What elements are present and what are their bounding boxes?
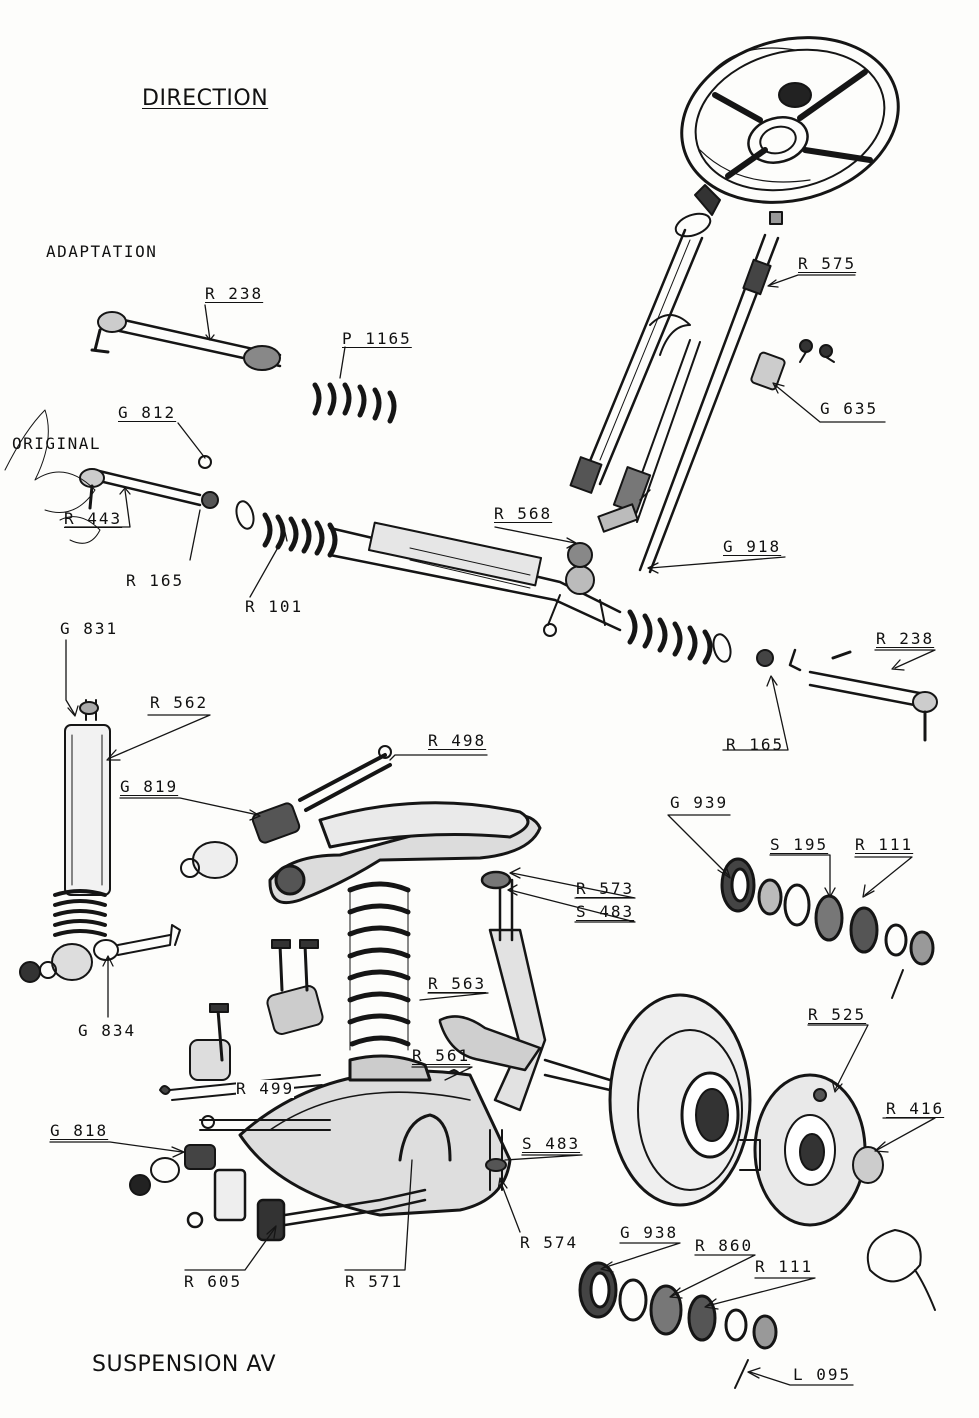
- callout-label: R 165: [126, 571, 185, 590]
- tie-rod-right-drawing: [788, 648, 938, 742]
- callout-label: R 568: [494, 504, 553, 523]
- stub-axle-drawing: [438, 870, 612, 1112]
- inner-steering-shaft-drawing: [638, 211, 783, 574]
- coil-spring-drawing: [347, 881, 411, 1051]
- anti-roll-bar-drawing: [186, 1168, 427, 1242]
- callout-label: S 483: [522, 1134, 581, 1153]
- bearing-set-lower-drawing: [578, 1261, 778, 1389]
- steering-wheel-drawing: [680, 36, 900, 204]
- callout-label: R 443: [64, 509, 123, 528]
- callout-label: R 111: [755, 1257, 814, 1276]
- callout-label: G 812: [118, 403, 177, 422]
- upper-arm-bush-drawing: [180, 745, 392, 879]
- callout-label: G 939: [670, 793, 729, 812]
- callout-label: R 111: [855, 835, 914, 854]
- callout-label: R 416: [886, 1099, 945, 1118]
- callout-label: S 195: [770, 835, 829, 854]
- wheel-hub-drawing: [739, 1073, 884, 1227]
- tie-rod-adaptation-drawing: [90, 311, 282, 371]
- callout-label: R 562: [150, 693, 209, 712]
- callout-label: R 571: [345, 1272, 404, 1291]
- callout-label: R 165: [726, 735, 785, 754]
- bearing-set-upper-drawing: [720, 857, 935, 999]
- tie-rod-original-left-drawing: [79, 455, 219, 510]
- callout-label: R 525: [808, 1005, 867, 1024]
- callout-label: S 483: [576, 902, 635, 921]
- callout-leader-lines: [49, 274, 936, 1386]
- subtitle-adaptation: ADAPTATION: [46, 242, 158, 261]
- lower-arm-bush-drawing: [129, 1115, 216, 1196]
- section-title-direction: DIRECTION: [142, 86, 269, 111]
- callout-label: L 095: [793, 1365, 852, 1384]
- callout-label: R 498: [428, 731, 487, 750]
- callout-label: R 561: [412, 1046, 471, 1065]
- callout-label: R 238: [205, 284, 264, 303]
- callout-label: G 635: [820, 399, 879, 418]
- steering-rack-drawing: [328, 521, 622, 637]
- callout-label: R 860: [695, 1236, 754, 1255]
- rack-boot-left-drawing: [235, 500, 338, 558]
- callout-label: R 563: [428, 974, 487, 993]
- callout-label: R 238: [876, 629, 935, 648]
- callout-label: R 605: [184, 1272, 243, 1291]
- shock-absorber-drawing: [19, 699, 181, 983]
- callout-label: R 574: [520, 1233, 579, 1252]
- callout-label: R 573: [576, 879, 635, 898]
- callout-label: G 818: [50, 1121, 109, 1140]
- section-title-suspension: SUSPENSION AV: [92, 1352, 277, 1377]
- margin-scribble: [4, 409, 101, 544]
- ignition-switch-drawing: [750, 339, 835, 391]
- upper-wishbone-drawing: [268, 801, 542, 905]
- callout-label: R 101: [245, 597, 304, 616]
- callout-label: G 938: [620, 1223, 679, 1242]
- callout-label: G 918: [723, 537, 782, 556]
- brake-disc-drawing: [608, 993, 752, 1207]
- callout-label: P 1165: [342, 329, 412, 348]
- lower-wishbone-drawing: [238, 1054, 512, 1217]
- callout-label: R 499: [236, 1079, 295, 1098]
- lower-arm-shaft-drawing: [159, 939, 331, 1131]
- rack-boot-right-drawing: [627, 609, 774, 667]
- callout-label: R 575: [798, 254, 857, 273]
- callout-label: G 819: [120, 777, 179, 796]
- adaptation-boot-drawing: [312, 382, 397, 424]
- handwritten-mark: [866, 1229, 936, 1311]
- callout-label: G 834: [78, 1021, 137, 1040]
- steering-column-drawing: [569, 184, 721, 533]
- callout-label: G 831: [60, 619, 119, 638]
- subtitle-original: ORIGINAL: [12, 434, 102, 453]
